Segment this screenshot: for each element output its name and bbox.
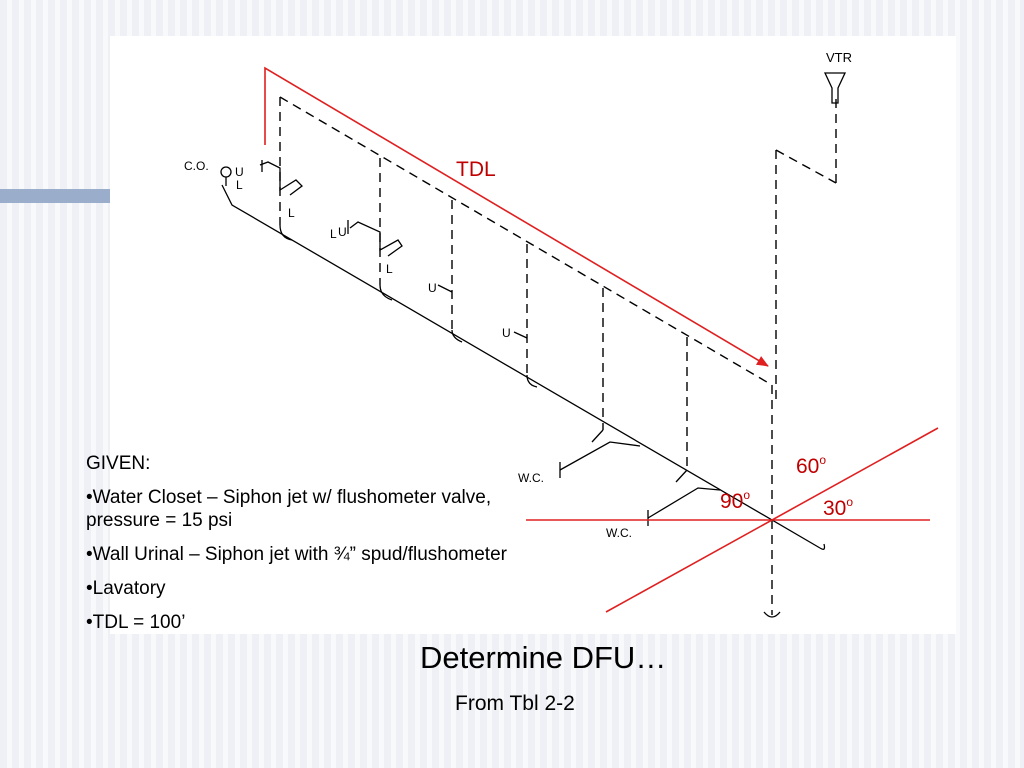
vent-terminal — [823, 72, 847, 104]
given-item-lavatory: •Lavatory — [86, 578, 166, 599]
given-item-tdl: •TDL = 100’ — [86, 612, 186, 633]
cleanout-symbol — [220, 166, 232, 186]
lavatory-label-3: L — [288, 206, 295, 220]
fixture-branches — [259, 160, 781, 618]
urinal-label-3: U — [428, 281, 437, 295]
given-item-urinal: •Wall Urinal – Siphon jet with ¾” spud/f… — [86, 544, 507, 565]
given-item-water-closet: •Water Closet – Siphon jet w/ flushomete… — [86, 487, 492, 531]
vent-label: VTR — [826, 50, 852, 65]
lavatory-label-2: L — [330, 227, 337, 241]
diagram-panel — [110, 36, 956, 634]
angle-90-label: 90o — [720, 488, 750, 513]
slide-title: Determine DFU… — [420, 640, 667, 675]
lavatory-label-1: L — [236, 178, 243, 192]
tdl-annotation — [264, 66, 769, 367]
vent-line — [279, 95, 837, 615]
angle-30-label: 30o — [823, 495, 853, 520]
building-drain — [221, 184, 826, 550]
given-heading: GIVEN: — [86, 453, 151, 474]
cleanout-label: C.O. — [184, 159, 209, 173]
accent-bar — [0, 189, 112, 203]
tdl-label: TDL — [456, 158, 496, 181]
angle-60-label: 60o — [796, 453, 826, 478]
urinal-label-2: U — [338, 225, 347, 239]
slide-subtitle: From Tbl 2-2 — [455, 692, 575, 715]
urinal-label-1: U — [235, 165, 244, 179]
lavatory-label-4: L — [386, 262, 393, 276]
given-section: GIVEN: •Water Closet – Siphon jet w/ flu… — [86, 452, 526, 645]
water-closet-label-1: W.C. — [518, 471, 544, 485]
angle-reference-lines — [526, 427, 939, 613]
urinal-label-4: U — [502, 326, 511, 340]
water-closet-label-2: W.C. — [606, 526, 632, 540]
